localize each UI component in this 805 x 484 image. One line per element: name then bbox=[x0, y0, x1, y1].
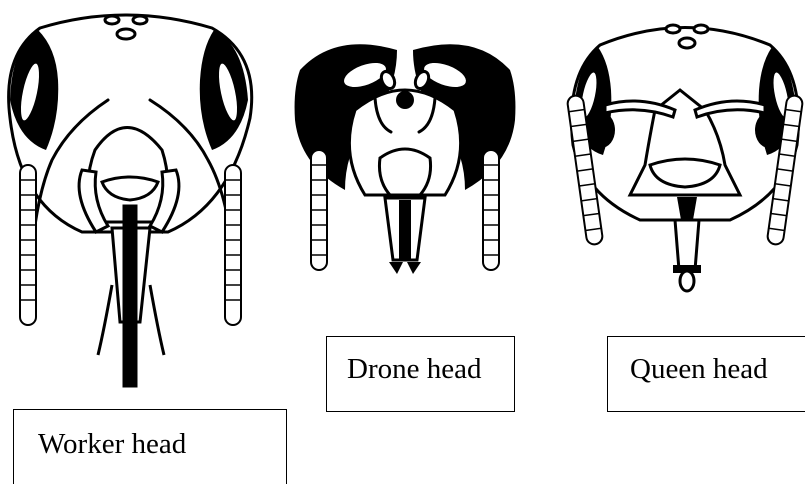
ocelli bbox=[379, 69, 431, 90]
worker-head-label: Worker head bbox=[38, 428, 186, 460]
drone-head-label: Drone head bbox=[347, 353, 481, 385]
queen-head-label-box: Queen head bbox=[607, 336, 805, 412]
queen-head-label: Queen head bbox=[630, 353, 768, 385]
clypeus bbox=[379, 149, 430, 195]
proboscis bbox=[124, 206, 136, 386]
drone-head-label-box: Drone head bbox=[326, 336, 515, 412]
worker-head-label-box: Worker head bbox=[13, 409, 287, 484]
proboscis bbox=[675, 220, 699, 270]
drone-head-illustration bbox=[285, 30, 525, 290]
worker-head-illustration bbox=[0, 0, 270, 400]
queen-head-illustration bbox=[565, 15, 805, 305]
